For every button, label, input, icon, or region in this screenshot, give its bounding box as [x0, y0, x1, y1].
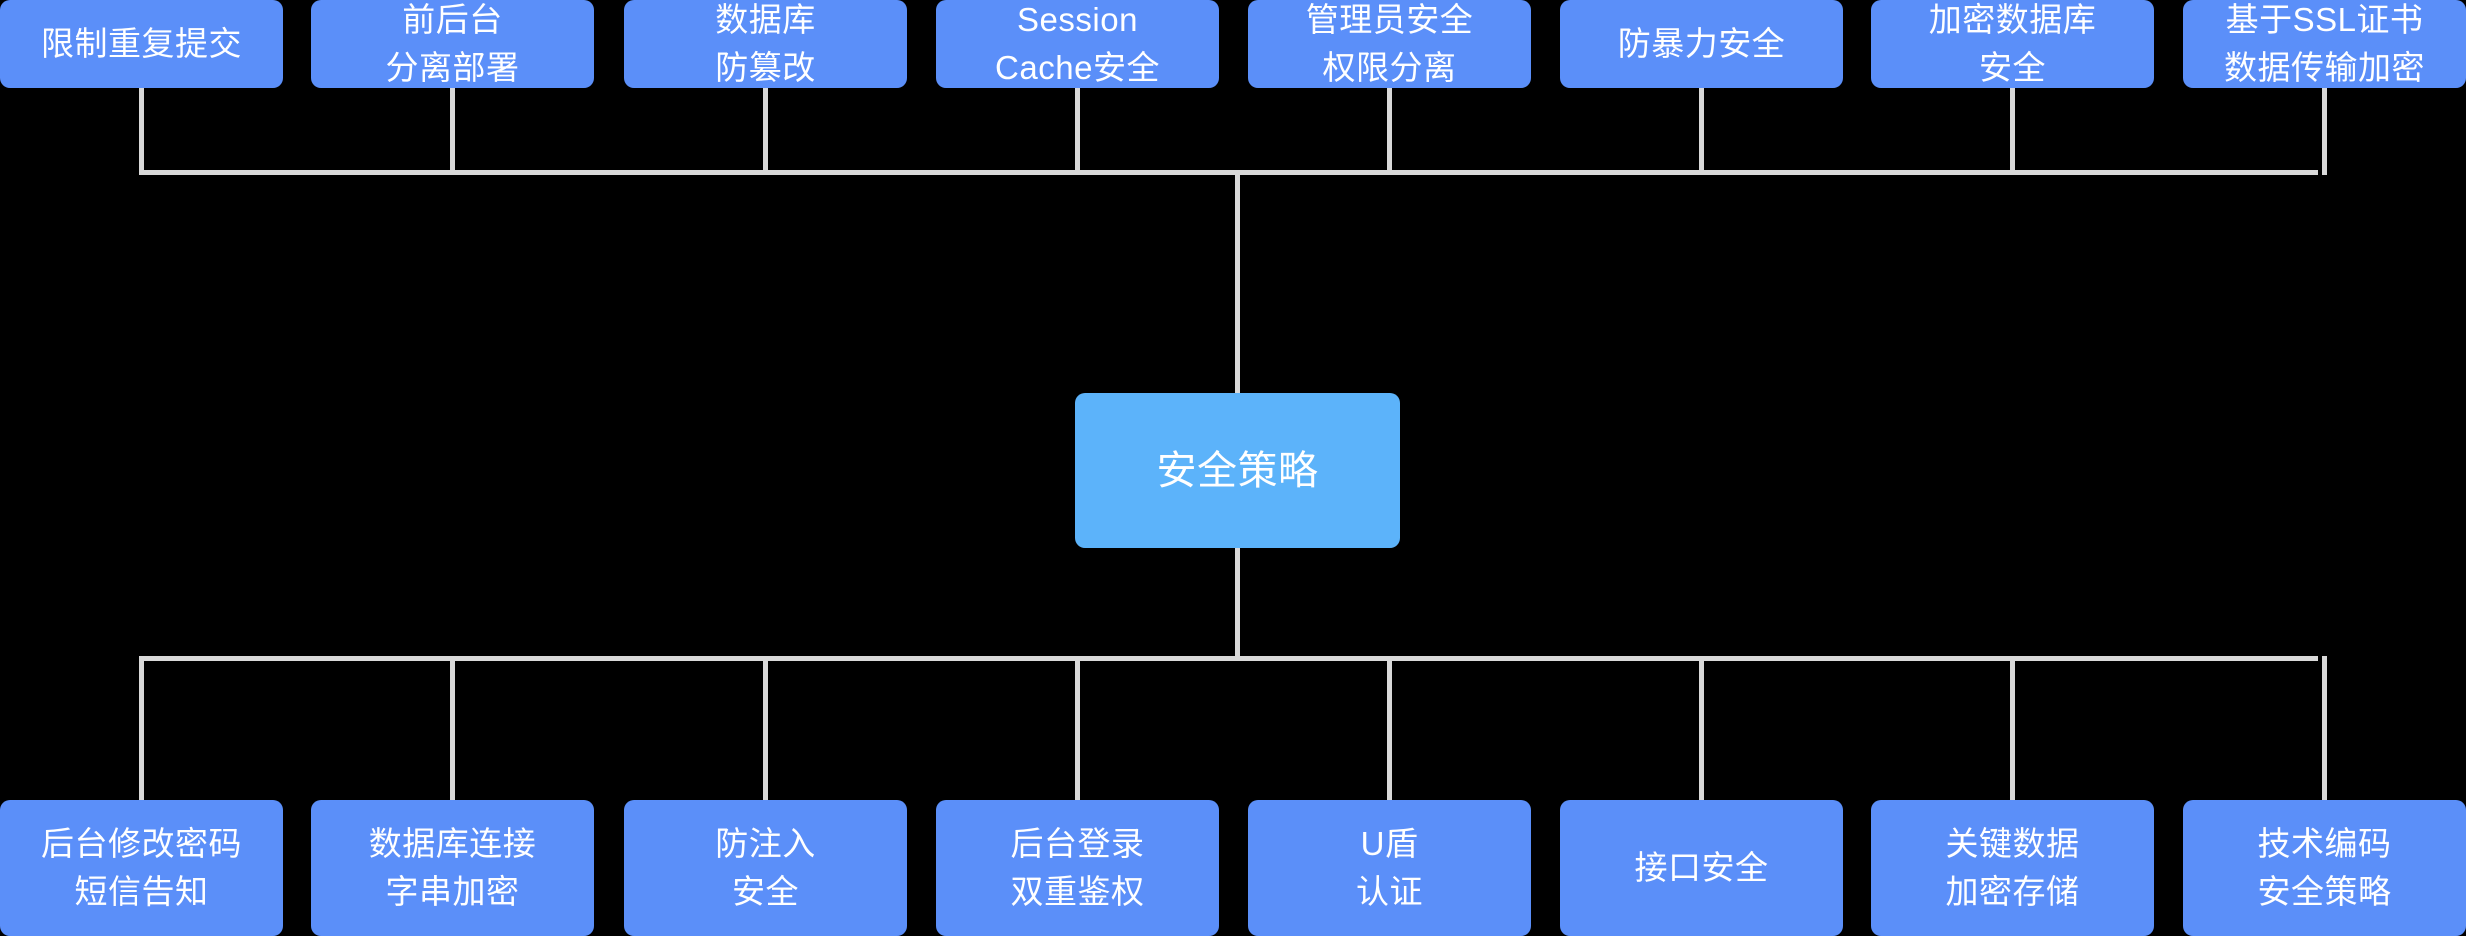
top-node-connector-8 — [2322, 88, 2327, 175]
node-label-line-1: 后台修改密码 — [41, 825, 242, 863]
node-label-line-1: 防暴力安全 — [1617, 25, 1786, 63]
node-label-line-2: 安全 — [1979, 49, 2046, 86]
bottom-node-connector-5 — [1387, 656, 1392, 800]
node-label-line-2: 安全策略 — [2257, 873, 2392, 910]
node-label-line-2: 安全 — [732, 873, 799, 910]
top-node-connector-5 — [1387, 88, 1392, 175]
top-node-7[interactable]: 加密数据库安全 — [1871, 0, 2154, 88]
top-node-connector-7 — [2010, 88, 2015, 175]
bottom-node-7[interactable]: 关键数据加密存储 — [1871, 800, 2154, 936]
root-bottom-stem — [1235, 548, 1240, 661]
node-label-line-1: 限制重复提交 — [41, 25, 242, 63]
node-label-line-2: 双重鉴权 — [1010, 873, 1145, 910]
top-node-connector-4 — [1075, 88, 1080, 175]
node-label-line-2: 权限分离 — [1322, 49, 1457, 86]
bottom-node-connector-7 — [2010, 656, 2015, 800]
node-label-line-2: 短信告知 — [74, 873, 209, 910]
bottom-node-2[interactable]: 数据库连接字串加密 — [311, 800, 594, 936]
top-node-2[interactable]: 前后台分离部署 — [311, 0, 594, 88]
node-label-line-2: 字串加密 — [385, 873, 520, 910]
node-label-line-1: 安全策略 — [1156, 448, 1319, 493]
bottom-node-8[interactable]: 技术编码安全策略 — [2183, 800, 2466, 936]
node-label-line-1: 后台登录 — [1010, 825, 1145, 863]
top-node-connector-3 — [763, 88, 768, 175]
bottom-node-connector-6 — [1699, 656, 1704, 800]
bottom-node-4[interactable]: 后台登录双重鉴权 — [936, 800, 1219, 936]
bottom-node-6[interactable]: 接口安全 — [1560, 800, 1843, 936]
bottom-bus-line — [142, 656, 2318, 661]
node-label-line-2: 认证 — [1356, 873, 1423, 910]
bottom-node-connector-4 — [1075, 656, 1080, 800]
node-label-line-1: 接口安全 — [1634, 849, 1769, 887]
node-label-line-2: 防篡改 — [715, 49, 816, 86]
bottom-node-connector-2 — [450, 656, 455, 800]
node-label-line-2: 加密存储 — [1945, 873, 2080, 910]
top-node-1[interactable]: 限制重复提交 — [0, 0, 283, 88]
bottom-node-1[interactable]: 后台修改密码短信告知 — [0, 800, 283, 936]
node-label-line-1: 加密数据库 — [1928, 1, 2097, 39]
root-top-stem — [1235, 170, 1240, 393]
top-node-connector-6 — [1699, 88, 1704, 175]
bottom-node-connector-8 — [2322, 656, 2327, 800]
node-label-line-1: U盾 — [1360, 825, 1419, 863]
node-label-line-1: 关键数据 — [1945, 825, 2080, 863]
node-label-line-1: 管理员安全 — [1305, 1, 1474, 39]
bottom-node-connector-3 — [763, 656, 768, 800]
top-node-connector-1 — [139, 88, 144, 175]
node-label-line-1: Session — [1017, 1, 1138, 39]
bottom-node-connector-1 — [139, 656, 144, 800]
node-label-line-1: 数据库 — [715, 1, 816, 39]
top-node-6[interactable]: 防暴力安全 — [1560, 0, 1843, 88]
bottom-node-5[interactable]: U盾认证 — [1248, 800, 1531, 936]
top-bus-line — [142, 170, 2318, 175]
node-label-line-2: 分离部署 — [385, 49, 520, 86]
node-label-line-1: 数据库连接 — [368, 825, 537, 863]
node-label-line-2: Cache安全 — [995, 49, 1160, 86]
top-node-connector-2 — [450, 88, 455, 175]
top-node-3[interactable]: 数据库防篡改 — [624, 0, 907, 88]
top-node-8[interactable]: 基于SSL证书数据传输加密 — [2183, 0, 2466, 88]
node-label-line-1: 基于SSL证书 — [2225, 1, 2424, 39]
bottom-node-3[interactable]: 防注入安全 — [624, 800, 907, 936]
node-label-line-1: 前后台 — [402, 1, 503, 39]
node-label-line-1: 技术编码 — [2257, 825, 2392, 863]
node-label-line-2: 数据传输加密 — [2224, 49, 2425, 86]
node-label-line-1: 防注入 — [715, 825, 816, 863]
top-node-5[interactable]: 管理员安全权限分离 — [1248, 0, 1531, 88]
root-node[interactable]: 安全策略 — [1075, 393, 1400, 548]
